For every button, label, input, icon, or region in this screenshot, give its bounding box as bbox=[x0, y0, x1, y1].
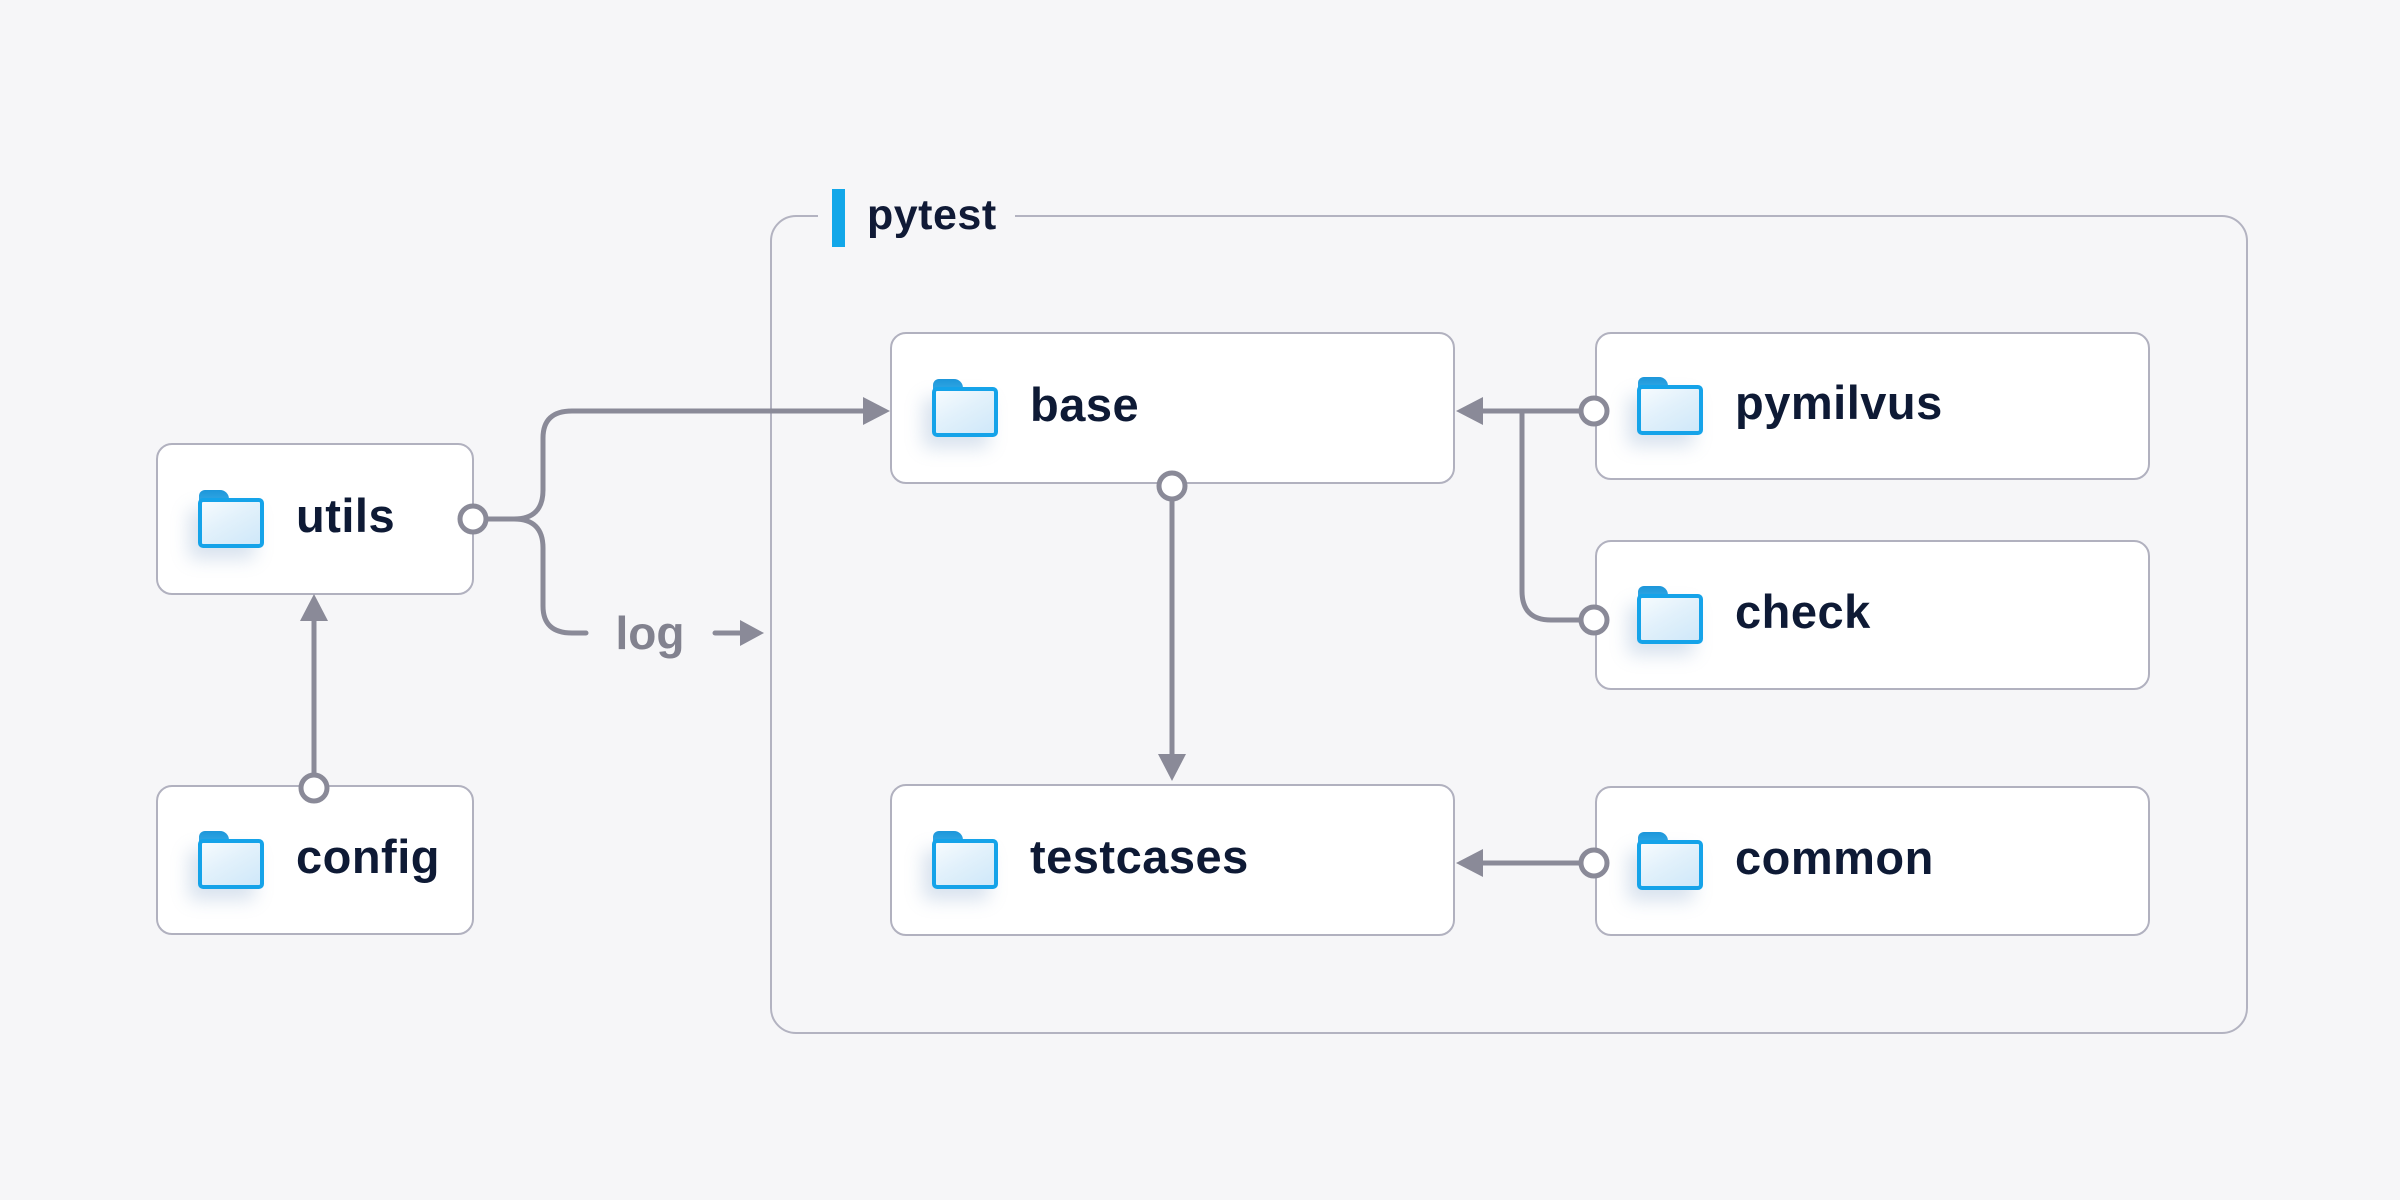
group-pytest-container bbox=[770, 215, 2248, 1034]
folder-icon bbox=[932, 831, 998, 889]
folder-icon bbox=[1637, 832, 1703, 890]
node-label: pymilvus bbox=[1735, 375, 1943, 429]
node-label: config bbox=[296, 829, 440, 883]
node-common: common bbox=[1595, 786, 2150, 936]
group-pytest-label: pytest bbox=[818, 188, 1015, 248]
node-testcases: testcases bbox=[890, 784, 1455, 936]
node-utils: utils bbox=[156, 443, 474, 595]
node-check: check bbox=[1595, 540, 2150, 690]
node-label: utils bbox=[296, 488, 396, 542]
group-title: pytest bbox=[867, 190, 997, 239]
folder-icon bbox=[198, 831, 264, 889]
folder-icon bbox=[1637, 586, 1703, 644]
node-label: base bbox=[1030, 377, 1140, 431]
node-label: common bbox=[1735, 830, 1934, 884]
node-config: config bbox=[156, 785, 474, 935]
edge-label-log: log bbox=[615, 607, 685, 659]
node-label: check bbox=[1735, 584, 1871, 638]
node-pymilvus: pymilvus bbox=[1595, 332, 2150, 480]
node-label: testcases bbox=[1030, 829, 1249, 883]
folder-icon bbox=[1637, 377, 1703, 435]
folder-icon bbox=[198, 490, 264, 548]
node-base: base bbox=[890, 332, 1455, 484]
edge-config-to-utils bbox=[298, 594, 330, 804]
folder-icon bbox=[932, 379, 998, 437]
accent-bar bbox=[832, 189, 845, 247]
